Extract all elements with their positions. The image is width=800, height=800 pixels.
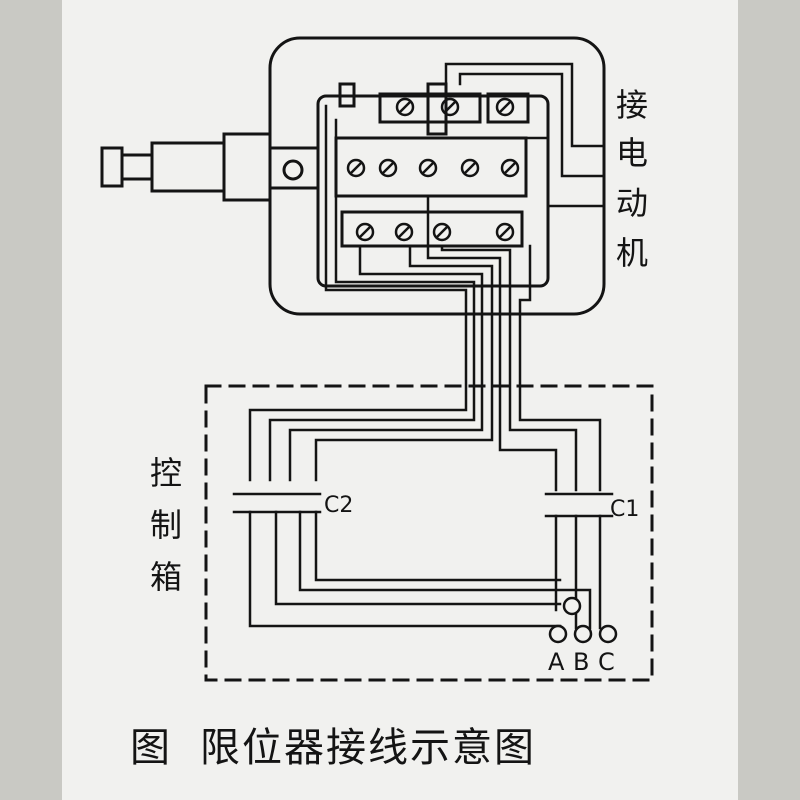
motor-wires (444, 62, 606, 208)
terminal-c-label: C (598, 648, 615, 676)
contactor-c2 (232, 492, 592, 630)
motor-label-char-1: 接 (616, 86, 648, 124)
motor-label-char-2: 电 (616, 134, 648, 172)
motor-label-char-3: 动 (616, 184, 648, 222)
c1-label: C1 (610, 497, 639, 522)
terminal-b-label: B (573, 648, 589, 676)
cable-bundle (248, 104, 602, 492)
control-box-label-char-2: 制 (150, 506, 182, 544)
control-box-label-char-3: 箱 (150, 558, 182, 596)
power-terminals (548, 596, 618, 644)
control-box-border (204, 384, 654, 682)
motor-label-char-4: 机 (616, 234, 648, 272)
terminal-screws (346, 97, 520, 242)
limit-switch-housing (268, 36, 606, 316)
c2-label: C2 (324, 493, 353, 518)
control-box-label-char-1: 控 (150, 454, 182, 492)
figure-prefix: 图 (130, 725, 172, 771)
terminal-a-label: A (548, 648, 565, 676)
figure-caption: 图限位器接线示意图 (130, 718, 690, 778)
paper-page (62, 0, 738, 800)
figure-title: 限位器接线示意图 (200, 725, 536, 771)
switch-shaft (100, 132, 320, 202)
